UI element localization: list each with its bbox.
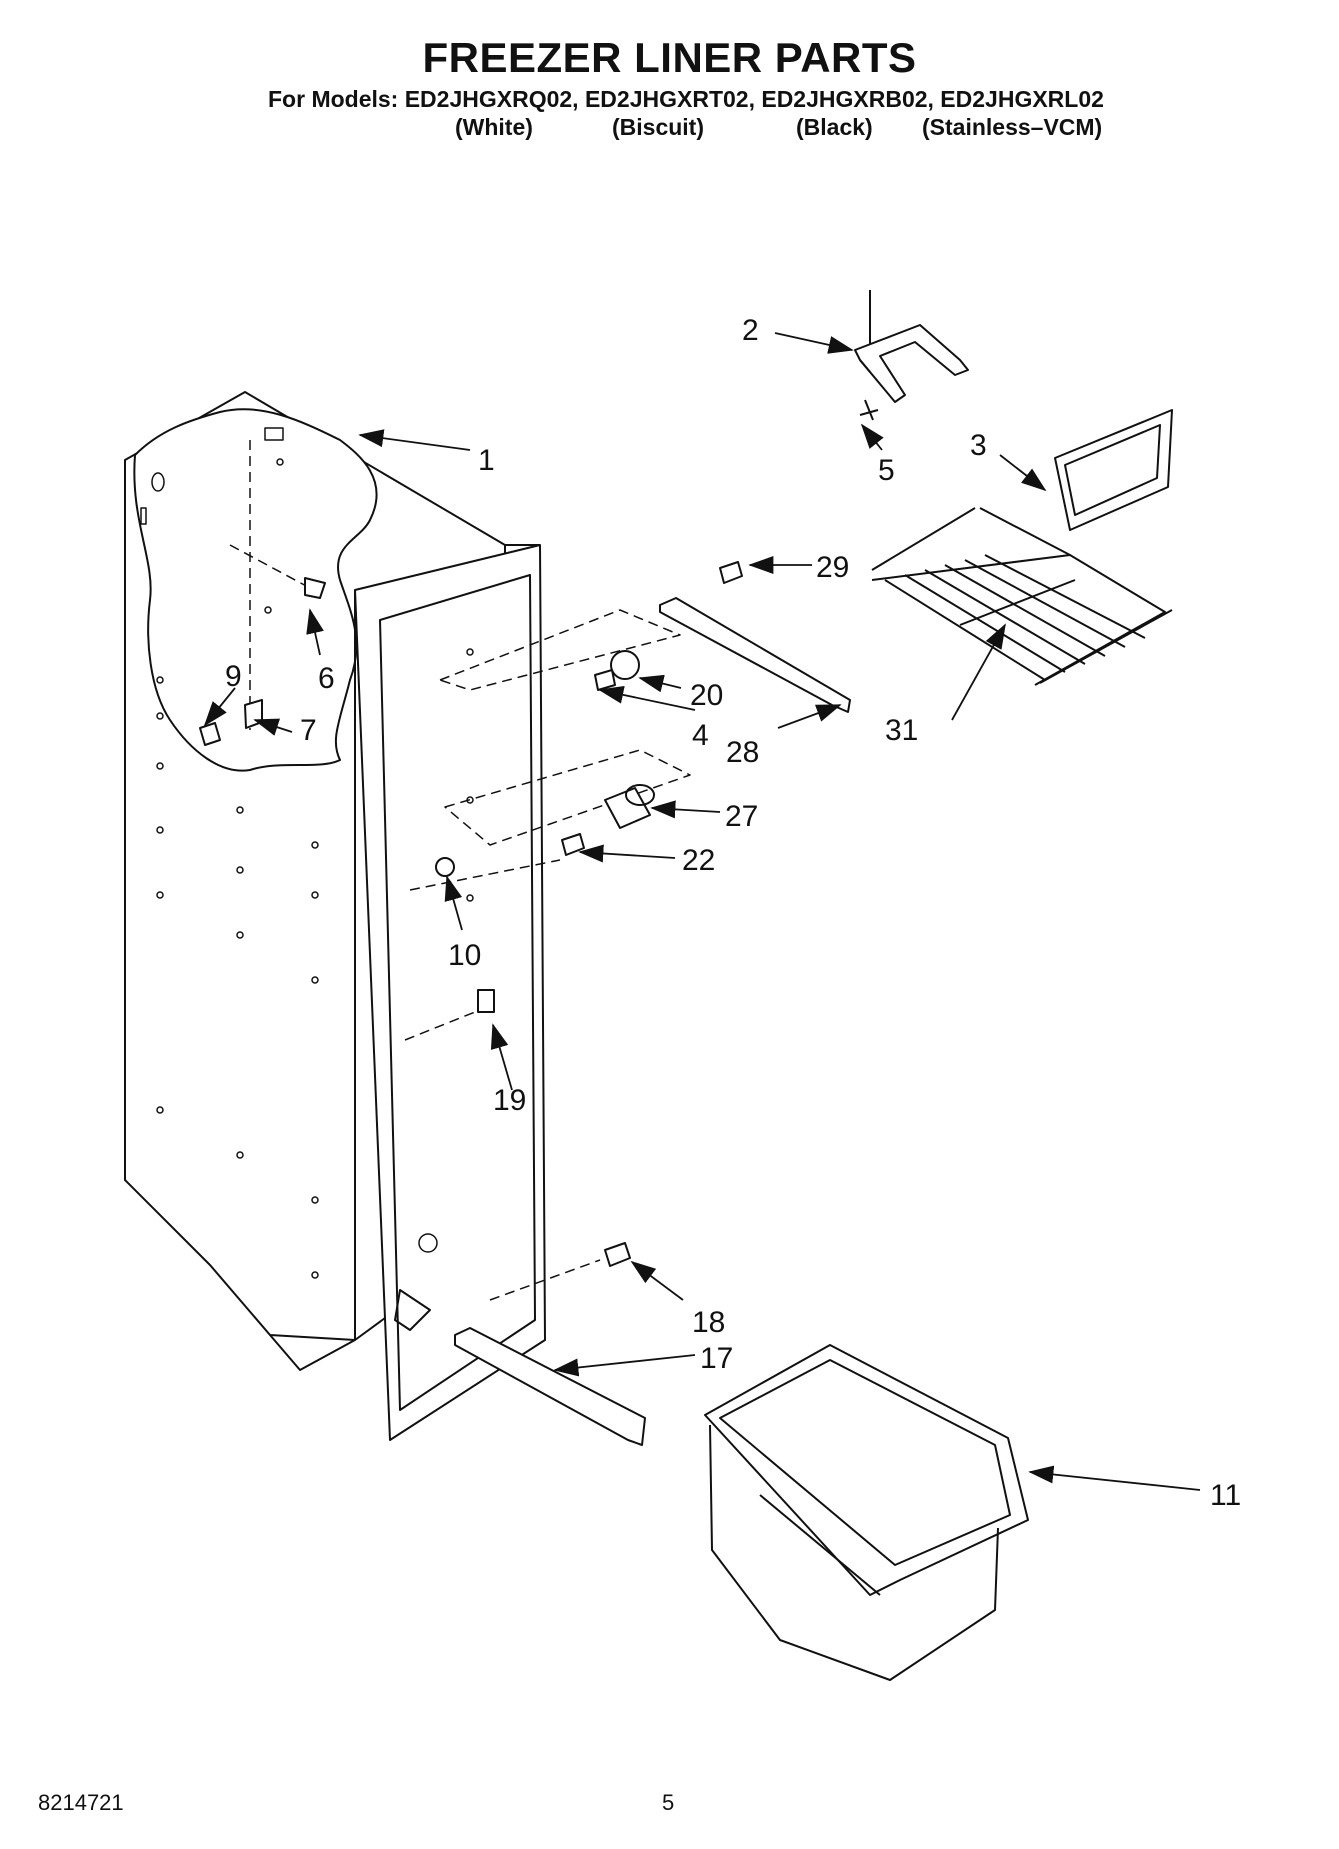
- callout-17: 17: [700, 1342, 733, 1375]
- part-18-screw: [604, 1242, 631, 1267]
- part-19-switch: [477, 989, 495, 1013]
- part-9-screw: [199, 722, 221, 746]
- part-27-mount: [604, 784, 655, 829]
- callout-22: 22: [682, 844, 715, 877]
- part-10-plug: [435, 857, 455, 877]
- document-number: 8214721: [38, 1790, 124, 1815]
- part-7-clip: [244, 699, 263, 729]
- part-6-clip: [304, 577, 326, 599]
- callout-4: 4: [692, 719, 709, 752]
- callout-6: 6: [318, 662, 335, 695]
- models-line: For Models: ED2JHGXRQ02, ED2JHGXRT02, ED…: [268, 86, 1104, 112]
- part-17-bottom-rail: [454, 1327, 646, 1446]
- part-11-ice-bin: [704, 1344, 1029, 1681]
- callout-18: 18: [692, 1306, 725, 1339]
- callout-27: 27: [725, 800, 758, 833]
- part-29-screw: [719, 561, 743, 584]
- variant-white: (White): [455, 114, 533, 140]
- part-2-bracket: [854, 290, 969, 421]
- callout-5: 5: [878, 454, 895, 487]
- callout-29: 29: [816, 551, 849, 584]
- callout-31: 31: [885, 714, 918, 747]
- callout-1: 1: [478, 444, 495, 477]
- page-title: FREEZER LINER PARTS: [422, 34, 917, 81]
- callout-9: 9: [225, 660, 242, 693]
- page-number: 5: [662, 1790, 675, 1815]
- variant-biscuit: (Biscuit): [612, 114, 704, 140]
- variant-stainless: (Stainless–VCM): [922, 114, 1103, 140]
- callout-7: 7: [300, 714, 317, 747]
- callout-11: 11: [1210, 1479, 1241, 1512]
- part-3-panel: [1054, 409, 1173, 531]
- part-20-spacer: [594, 650, 640, 691]
- callout-2: 2: [742, 314, 759, 347]
- callout-28: 28: [726, 736, 759, 769]
- part-31-wire-shelf: [871, 507, 1173, 686]
- callout-3: 3: [970, 429, 987, 462]
- callout-10: 10: [448, 939, 481, 972]
- freezer-liner-cabinet: [124, 391, 546, 1441]
- variant-black: (Black): [796, 114, 873, 140]
- callout-19: 19: [493, 1084, 526, 1117]
- callout-20: 20: [690, 679, 723, 712]
- part-28-support-rail: [659, 597, 851, 713]
